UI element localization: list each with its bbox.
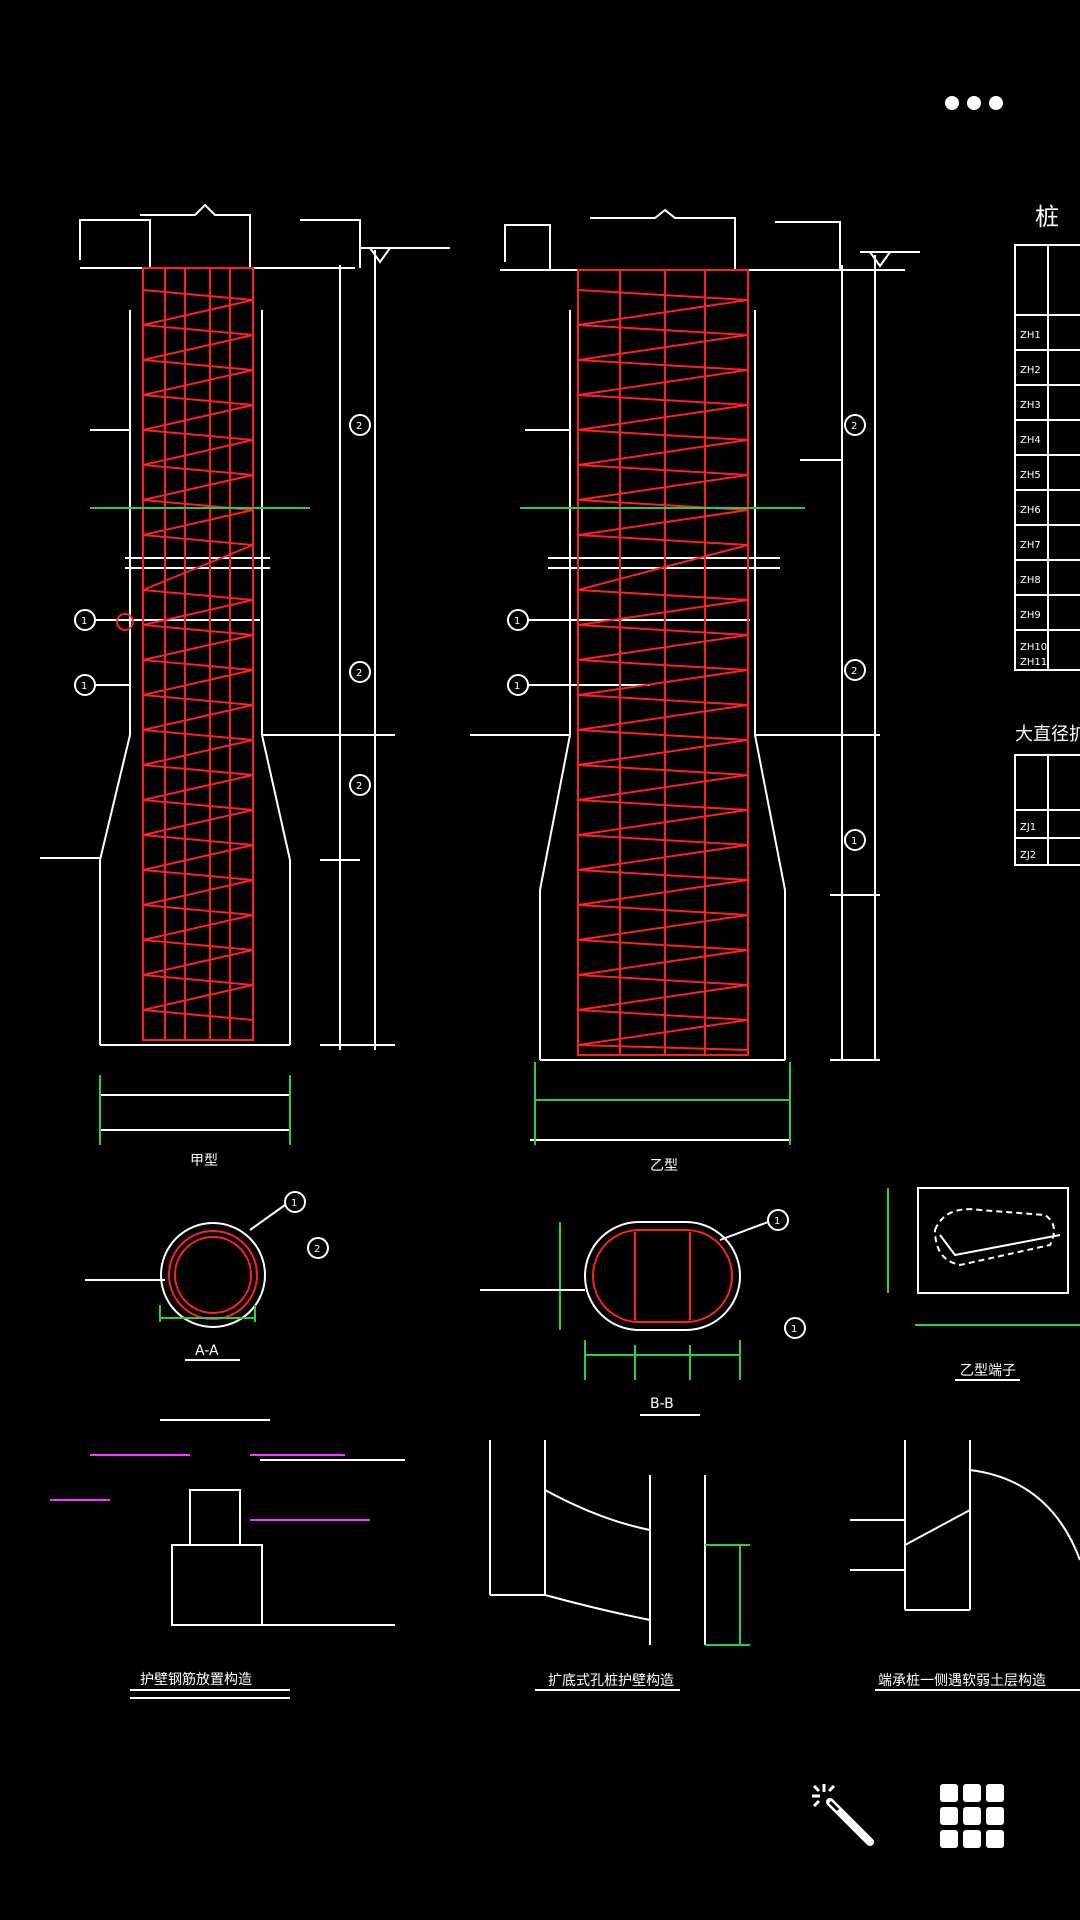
- svg-text:2: 2: [851, 421, 857, 432]
- svg-text:1: 1: [81, 681, 87, 692]
- table-row-label: ZH7: [1020, 540, 1041, 551]
- section-b-label: B-B: [650, 1396, 674, 1412]
- callout-numbers: 2 2 2 1 1 2 2 1 1 1 1 2 1 1: [81, 421, 857, 1335]
- table-row-label: ZH2: [1020, 365, 1041, 376]
- table-row-label: ZH10: [1020, 642, 1047, 653]
- table-row-label: ZJ1: [1020, 822, 1036, 833]
- svg-text:1: 1: [774, 1216, 780, 1227]
- table-subtitle: 大直径扩底桩: [1015, 724, 1080, 745]
- plan-b-label: 乙型: [650, 1158, 678, 1174]
- section-b: [480, 1209, 806, 1416]
- green-marks-left: [90, 507, 310, 1145]
- more-options-button[interactable]: [938, 88, 1010, 118]
- anchor-detail: [887, 1187, 1080, 1381]
- detail-3-label: 端承桩一侧遇软弱土层构造: [878, 1672, 1046, 1689]
- pile-rebar-left: [116, 267, 254, 1041]
- table-row-label: ZH11: [1020, 657, 1047, 668]
- table-row-label: ZH9: [1020, 610, 1041, 621]
- detail-3: [850, 1440, 1080, 1691]
- table-row-label: ZH6: [1020, 505, 1041, 516]
- detail-1: [50, 1419, 405, 1699]
- pile-elevation-left: [40, 203, 450, 1131]
- section-a: [85, 1191, 329, 1361]
- svg-text:2: 2: [356, 781, 362, 792]
- table-row-label: ZH4: [1020, 435, 1041, 446]
- svg-text:2: 2: [851, 666, 857, 677]
- detail-1-label: 护壁钢筋放置构造: [140, 1671, 252, 1688]
- anchor-label: 乙型端子: [960, 1363, 1016, 1379]
- table-row-label: ZH8: [1020, 575, 1041, 586]
- svg-text:2: 2: [356, 668, 362, 679]
- pile-elevation-right: [470, 208, 920, 1141]
- grid-apps-icon: [940, 1784, 1004, 1848]
- svg-text:1: 1: [851, 836, 857, 847]
- detail-2-label: 扩底式孔桩护壁构造: [548, 1672, 674, 1689]
- section-a-label: A-A: [195, 1343, 219, 1359]
- green-marks-right: [520, 507, 805, 1145]
- svg-text:1: 1: [291, 1198, 297, 1209]
- pile-rebar-right: [577, 269, 749, 1056]
- more-dots-icon: [945, 96, 959, 110]
- grid-apps-button[interactable]: [938, 1782, 1008, 1852]
- table-row-label: ZH5: [1020, 470, 1041, 481]
- plan-a-label: 甲型: [190, 1153, 218, 1169]
- svg-text:1: 1: [514, 616, 520, 627]
- svg-text:2: 2: [314, 1244, 320, 1255]
- svg-text:2: 2: [356, 421, 362, 432]
- table-row-label: ZJ2: [1020, 850, 1036, 861]
- schedule-table: [1014, 244, 1080, 866]
- svg-text:1: 1: [81, 616, 87, 627]
- magic-wand-icon: [812, 1784, 874, 1846]
- svg-text:1: 1: [514, 681, 520, 692]
- svg-text:1: 1: [791, 1324, 797, 1335]
- table-row-labels: ZH1 ZH2 ZH3 ZH4 ZH5 ZH6 ZH7 ZH8 ZH9 ZH10…: [1020, 330, 1047, 861]
- table-row-label: ZH1: [1020, 330, 1041, 341]
- magic-wand-button[interactable]: [808, 1780, 878, 1850]
- table-row-label: ZH3: [1020, 400, 1041, 411]
- detail-2: [489, 1440, 750, 1691]
- table-title: 桩: [1035, 203, 1059, 231]
